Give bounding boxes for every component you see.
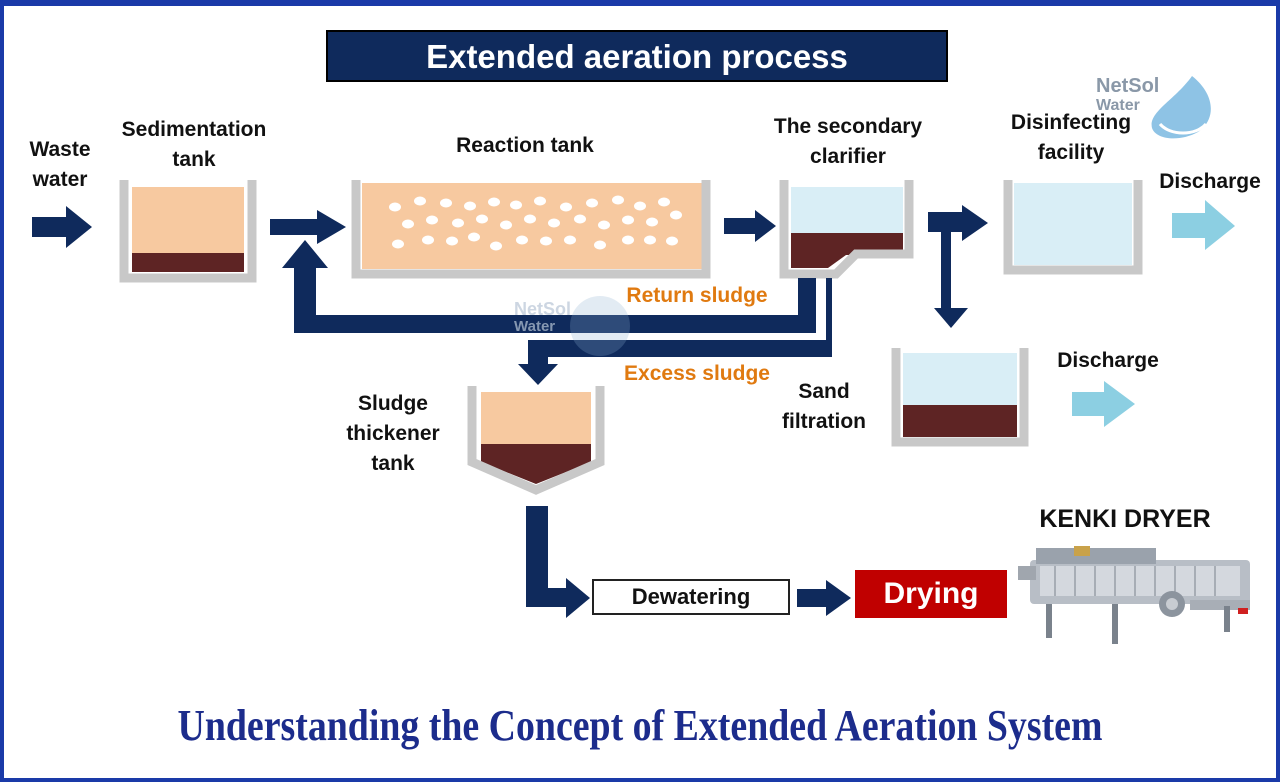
arrow-to-drying	[797, 580, 851, 616]
kenki-dryer-label: KENKI DRYER	[1039, 505, 1211, 533]
sludge-thickener-tank	[467, 386, 605, 495]
discharge-arrow-top	[1172, 200, 1235, 250]
secondary-clarifier	[779, 180, 914, 279]
sand-filtration-tank	[891, 348, 1029, 447]
netsol-watermark-text: NetSol Water	[514, 299, 572, 335]
arrow-to-clarifier	[724, 210, 776, 242]
return-sludge-label: Return sludge	[626, 284, 768, 307]
sedimentation-tank	[119, 180, 257, 283]
reaction-tank	[351, 180, 711, 279]
drying-box: Drying	[855, 570, 1007, 618]
netsol-watermark	[570, 296, 630, 356]
discharge-top-label: Discharge	[1159, 170, 1261, 193]
arrow-to-sand-filtration	[928, 212, 968, 328]
discharge-mid-label: Discharge	[1057, 349, 1159, 372]
reaction-tank-label: Reaction tank	[456, 134, 594, 157]
bottom-caption: Understanding the Concept of Extended Ae…	[177, 701, 1103, 750]
aeration-bubbles	[389, 195, 682, 251]
arrow-thickener-to-dewatering	[526, 506, 590, 618]
return-sludge-line	[282, 240, 816, 333]
netsol-logo	[1151, 76, 1211, 139]
excess-sludge-label: Excess sludge	[624, 362, 770, 385]
netsol-logo-text: NetSol Water	[1096, 75, 1160, 114]
arrow-waste-water-in	[32, 206, 92, 248]
discharge-arrow-mid	[1072, 381, 1135, 427]
diagram-title: Extended aeration process	[326, 30, 948, 82]
disinfecting-tank	[1003, 180, 1143, 275]
dewatering-box: Dewatering	[592, 579, 790, 615]
kenki-dryer-machine	[1018, 546, 1250, 644]
arrow-to-reaction	[270, 210, 346, 244]
